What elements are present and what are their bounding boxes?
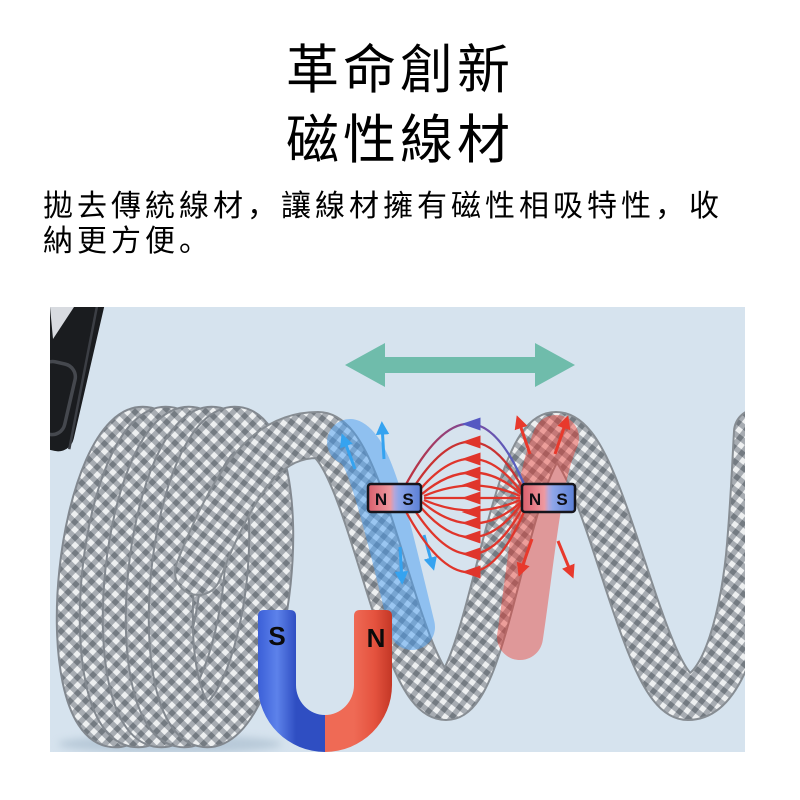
horseshoe-s-label: S	[268, 621, 285, 651]
description-line-1: 拋去傳統線材，讓線材擁有磁性相吸特性，收	[43, 190, 723, 223]
bar-magnet-right-s-label: S	[556, 490, 567, 509]
connector-highlight	[50, 307, 74, 339]
title-line-1: 革命創新	[286, 41, 514, 100]
horseshoe-magnet: S N	[258, 610, 392, 752]
blue-field-arrows	[340, 421, 437, 585]
illustration-canvas: N S N S S N	[50, 307, 745, 752]
bar-magnet-left-s-label: S	[402, 490, 413, 509]
title-line-2: 磁性線材	[286, 111, 514, 170]
bar-magnet-right: N S	[520, 482, 577, 514]
horseshoe-n-label: N	[367, 623, 386, 653]
bar-magnet-left: N S	[366, 482, 423, 514]
description-text: 拋去傳統線材，讓線材擁有磁性相吸特性，收 納更方便。	[43, 189, 759, 259]
magnetic-field-lines	[402, 417, 528, 579]
bar-magnet-right-n-label: N	[529, 490, 541, 509]
bar-magnet-left-n-label: N	[375, 490, 387, 509]
motion-arrow-icon	[345, 343, 575, 387]
cable-red-field-tint	[497, 415, 579, 660]
usb-connector	[50, 307, 109, 452]
page-title: 革命創新 磁性線材	[0, 36, 800, 176]
wave-cable	[174, 410, 745, 722]
red-field-arrows	[514, 415, 575, 579]
product-illustration: N S N S S N	[50, 307, 745, 752]
description-line-2: 納更方便。	[43, 225, 213, 258]
